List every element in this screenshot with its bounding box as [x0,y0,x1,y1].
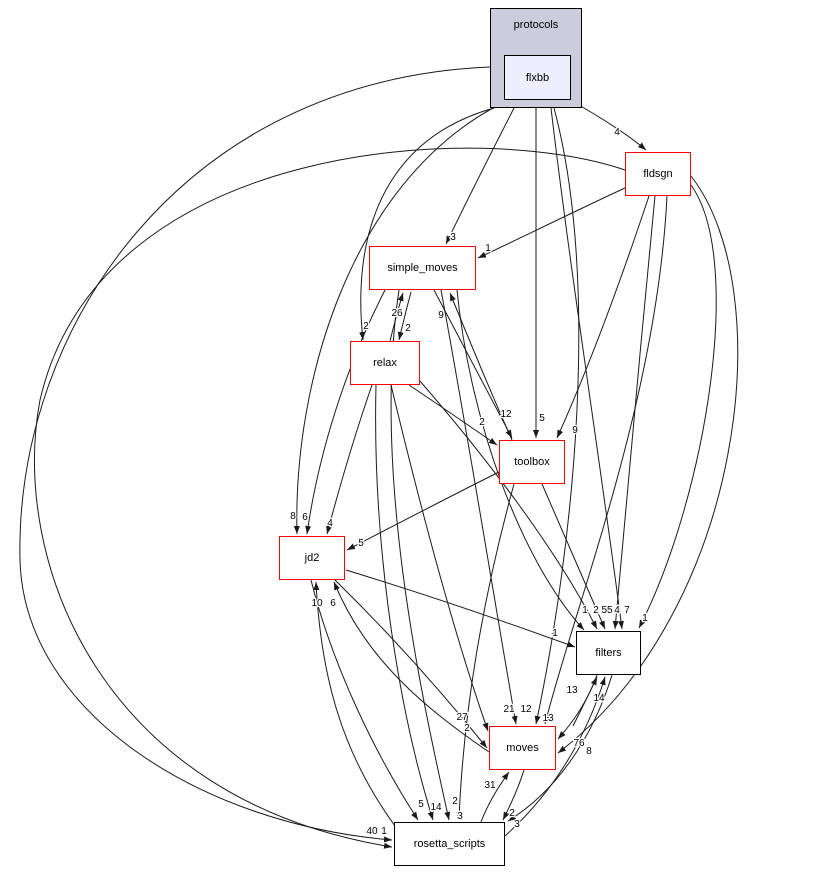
edge-jd2-rosetta_scripts [310,579,419,821]
edge-label-simple_moves-rosetta_scripts: 2 [452,796,458,807]
edge-label-fldsgn-filters-right: 1 [642,613,648,624]
edge-label-toolbox-filters: 55 [601,605,613,616]
edge-filters-moves [557,674,598,740]
edge-label-flxbb-moves: 12 [520,704,532,715]
node-simple-moves[interactable]: simple_moves [369,246,476,290]
edge-flxbb-fldsgn [571,100,647,151]
edge-fldsgn-rosetta_scripts [34,147,626,849]
edge-flxbb-filters [550,107,624,630]
edge-label-fldsgn-moves-right: 8 [586,746,592,757]
edge-flxbb-rosetta_scripts [19,66,491,843]
edge-label-filters-rosetta_scripts: 3 [514,819,520,830]
edge-label-toolbox-simple_moves: 9 [438,310,444,321]
edge-simple_moves-jd2 [305,289,386,535]
edge-label-simple_moves-jd2: 6 [302,512,308,523]
edge-flxbb-jd2 [293,107,494,535]
edge-flxbb-simple_moves [445,107,515,245]
node-moves[interactable]: moves [489,726,556,770]
edge-fldsgn-toolbox [556,195,650,439]
edge-relax-moves [390,384,489,732]
edge-label-simple_moves-moves: 21 [503,704,515,715]
edge-label-simple_moves-relax: 2 [405,323,411,334]
edge-fldsgn-filters-right [638,184,717,629]
edge-label-simple_moves-filters: 1 [582,605,588,616]
edge-label-fldsgn-toolbox: 9 [572,425,578,436]
node-toolbox[interactable]: toolbox [499,440,565,484]
edge-simple_moves-moves [440,289,518,725]
edge-label-flxbb-simple_moves: 3 [450,232,456,243]
cluster-protocols-label: protocols [513,19,559,31]
edge-label-rosetta_scripts-filters: 14 [593,693,605,704]
edge-label-flxbb-jd2: 8 [290,511,296,522]
edge-label-jd2-rosetta_scripts: 5 [418,799,424,810]
edge-label-toolbox-jd2: 5 [358,538,364,549]
edge-fldsgn-moves-right [557,175,739,754]
edge-moves-rosetta_scripts [502,769,525,821]
edge-filters-rosetta_scripts [507,674,613,822]
edge-relax-jd2 [326,384,373,535]
edge-label-fldsgn-filters: 4 [614,605,620,616]
node-relax[interactable]: relax [350,341,420,385]
edge-label-moves-rosetta_scripts: 2 [509,808,515,819]
edge-flxbb-moves [534,107,580,725]
edge-simple_moves-toolbox [433,289,513,439]
edge-label-relax-filters: 2 [593,605,599,616]
edge-label-flxbb-relax: 2 [363,321,369,332]
node-rosetta-scripts[interactable]: rosetta_scripts [394,822,505,866]
edge-jd2-moves [334,579,488,749]
edge-label-flxbb-filters: 7 [624,605,630,616]
edge-relax-simple_moves [389,292,404,342]
edge-label-moves-filters: 13 [566,685,578,696]
edge-rosetta_scripts-jd2 [313,581,396,827]
edge-label-simple_moves-toolbox: 12 [500,409,512,420]
edge-toolbox-filters [541,483,606,630]
node-flxbb: flxbb [504,55,571,100]
edge-rosetta_scripts-moves [480,771,510,823]
node-filters[interactable]: filters [576,631,641,675]
edge-label-flxbb-toolbox: 5 [539,413,545,424]
edge-label-relax-simple_moves: 26 [391,308,403,319]
edge-label-flxbb-rosetta_scripts: 1 [381,826,387,837]
edge-label-relax-toolbox: 2 [479,417,485,428]
edge-label-fldsgn-rosetta_scripts: 40 [366,826,378,837]
edge-label-flxbb-fldsgn: 4 [614,127,620,138]
node-fldsgn[interactable]: fldsgn [625,152,691,196]
node-jd2[interactable]: jd2 [279,536,345,580]
edge-label-relax-jd2: 4 [327,518,333,529]
edge-rosetta_scripts-filters [504,676,606,837]
edge-fldsgn-filters [612,195,656,630]
edge-fldsgn-moves [544,195,668,725]
edge-label-toolbox-rosetta_scripts: 3 [457,811,463,822]
edge-label-rosetta_scripts-moves: 31 [484,780,496,791]
edge-label-filters-moves: 76 [573,738,585,749]
edge-simple_moves-relax [397,291,412,341]
edge-toolbox-rosetta_scripts [456,483,515,821]
edge-label-fldsgn-simple_moves: 1 [485,243,491,254]
edge-label-fldsgn-moves: 13 [542,713,554,724]
edge-label-moves-jd2: 6 [330,598,336,609]
edge-fldsgn-simple_moves [477,187,626,259]
edge-relax-filters [419,380,598,630]
edge-label-rosetta_scripts-jd2: 10 [311,598,323,609]
edge-relax-rosetta_scripts [375,384,434,821]
edge-label-jd2-moves: 2 [464,723,470,734]
edge-relax-toolbox [408,384,498,446]
edge-jd2-filters [345,569,576,648]
edge-label-relax-rosetta_scripts: 14 [430,802,442,813]
edge-label-relax-moves: 27 [456,712,468,723]
edge-label-jd2-filters: 1 [552,628,558,639]
edge-flxbb-relax [359,107,495,341]
